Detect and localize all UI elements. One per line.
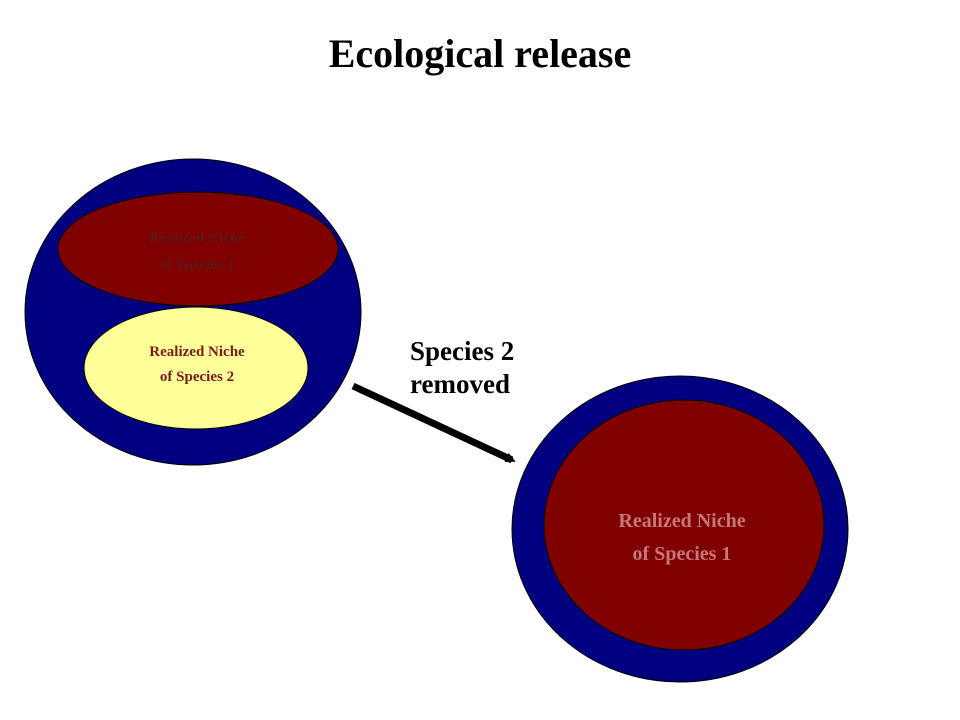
species1-label-after-line1: Realized Niche — [618, 510, 745, 532]
transition-group: Species 2 removed — [351, 336, 516, 464]
species1-niche-after — [543, 399, 825, 651]
species1-label-after-line2: of Species 1 — [633, 543, 732, 565]
transition-arrow — [351, 382, 516, 464]
transition-label-line2: removed — [410, 369, 510, 399]
diagram-title: Ecological release — [328, 31, 632, 76]
before-group: Realized Niche of Species 1 Realized Nic… — [24, 158, 362, 466]
species2-niche-before — [83, 306, 309, 430]
transition-label-line1: Species 2 — [410, 336, 514, 366]
species2-label-line2: of Species 2 — [160, 369, 234, 385]
species1-niche-before — [57, 191, 339, 307]
species1-label-before-line1: Realized Niche — [149, 230, 245, 246]
after-group: Realized Niche of Species 1 — [511, 375, 849, 683]
species1-label-before-line2: of Species 1 — [160, 257, 234, 273]
species2-label-line1: Realized Niche — [149, 344, 245, 360]
